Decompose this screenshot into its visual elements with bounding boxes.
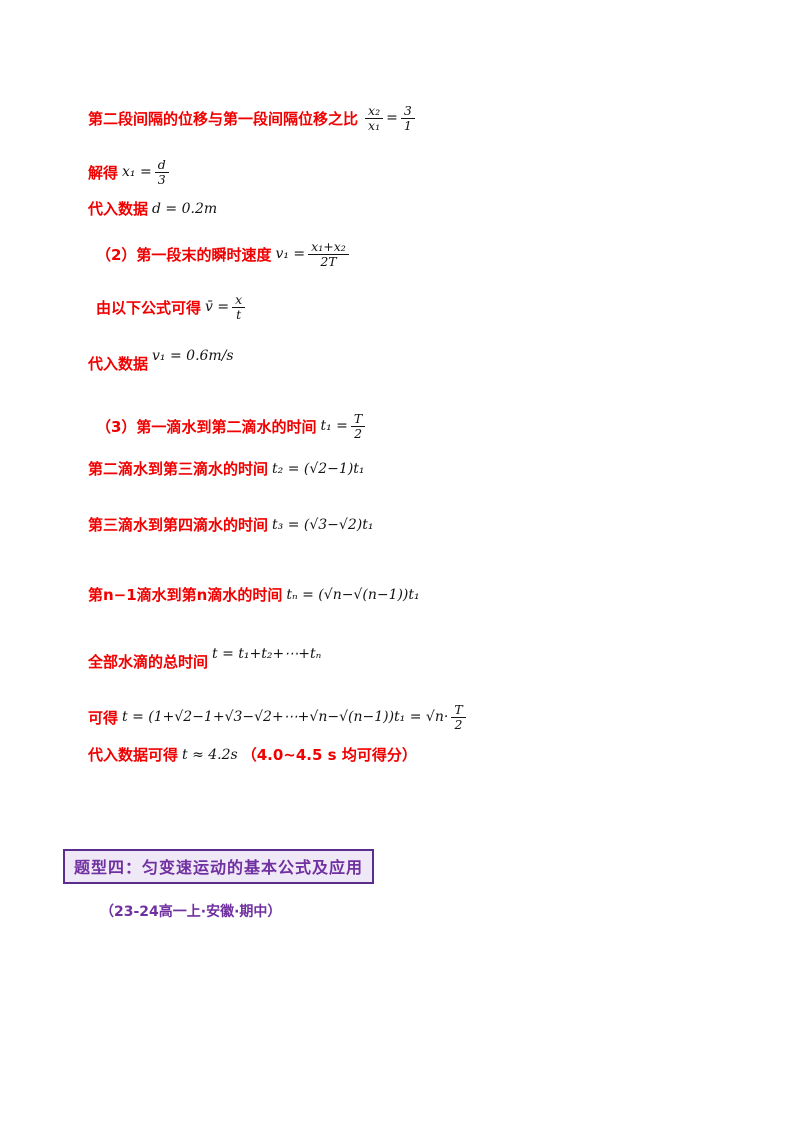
formula: t₃ = (√3−√2)t₁ [272, 516, 374, 533]
red-text: 全部水滴的总时间 [88, 653, 209, 671]
solution-line-8: 第二滴水到第三滴水的时间 t₂ = (√2−1)t₁ [88, 460, 365, 478]
formula: t ≈ 4.2s [182, 746, 238, 763]
formula: t₂ = (√2−1)t₁ [272, 460, 365, 477]
red-text: 第二段间隔的位移与第一段间隔位移之比 [88, 109, 359, 128]
equals-sign: = [386, 110, 398, 127]
score-note: （4.0~4.5 s 均可得分） [241, 746, 417, 764]
exam-source-citation: （23-24高一上·安徽·期中） [100, 904, 282, 920]
solution-line-3: 代入数据 d = 0.2m [88, 200, 217, 218]
red-text: 可得 [88, 708, 119, 727]
solution-line-6: 代入数据 v₁ = 0.6m/s [88, 348, 234, 373]
red-text: 第n−1滴水到第n滴水的时间 [88, 586, 283, 604]
formula: tₙ = (√n−√(n−1))t₁ [286, 586, 420, 603]
solution-line-12: 可得 t = (1+√2−1+√3−√2+⋯+√n−√(n−1))t₁ = √n… [88, 702, 469, 733]
formula-lead: v̄ = [205, 299, 230, 316]
red-text: 第三滴水到第四滴水的时间 [88, 516, 269, 534]
formula: d = 0.2m [152, 200, 218, 217]
red-text: （2）第一段末的瞬时速度 [96, 245, 272, 264]
formula-lead: t₁ = [320, 418, 348, 435]
red-text: 解得 [88, 163, 119, 182]
formula: t = t₁+t₂+⋯+tₙ [212, 645, 322, 662]
section-heading: 题型四：匀变速运动的基本公式及应用 [63, 849, 375, 884]
formula-lead: v₁ = [275, 246, 306, 263]
formula: v₁ = 0.6m/s [152, 347, 234, 364]
formula-lead: x₁ = [122, 164, 152, 181]
solution-line-9: 第三滴水到第四滴水的时间 t₃ = (√3−√2)t₁ [88, 516, 373, 534]
red-text: 代入数据 [88, 355, 149, 373]
red-text: （3）第一滴水到第二滴水的时间 [96, 417, 317, 436]
formula: t = (1+√2−1+√3−√2+⋯+√n−√(n−1))t₁ = √n· T… [122, 702, 469, 733]
solution-line-10: 第n−1滴水到第n滴水的时间 tₙ = (√n−√(n−1))t₁ [88, 586, 420, 604]
solution-line-11: 全部水滴的总时间 t = t₁+t₂+⋯+tₙ [88, 646, 321, 671]
red-text: 代入数据 [88, 200, 149, 218]
formula-lead: t = (1+√2−1+√3−√2+⋯+√n−√(n−1))t₁ = √n· [122, 709, 449, 726]
red-text: 代入数据可得 [88, 746, 179, 764]
red-text: 由以下公式可得 [96, 298, 202, 317]
red-text: 第二滴水到第三滴水的时间 [88, 460, 269, 478]
solution-line-13: 代入数据可得 t ≈ 4.2s （4.0~4.5 s 均可得分） [88, 746, 417, 764]
